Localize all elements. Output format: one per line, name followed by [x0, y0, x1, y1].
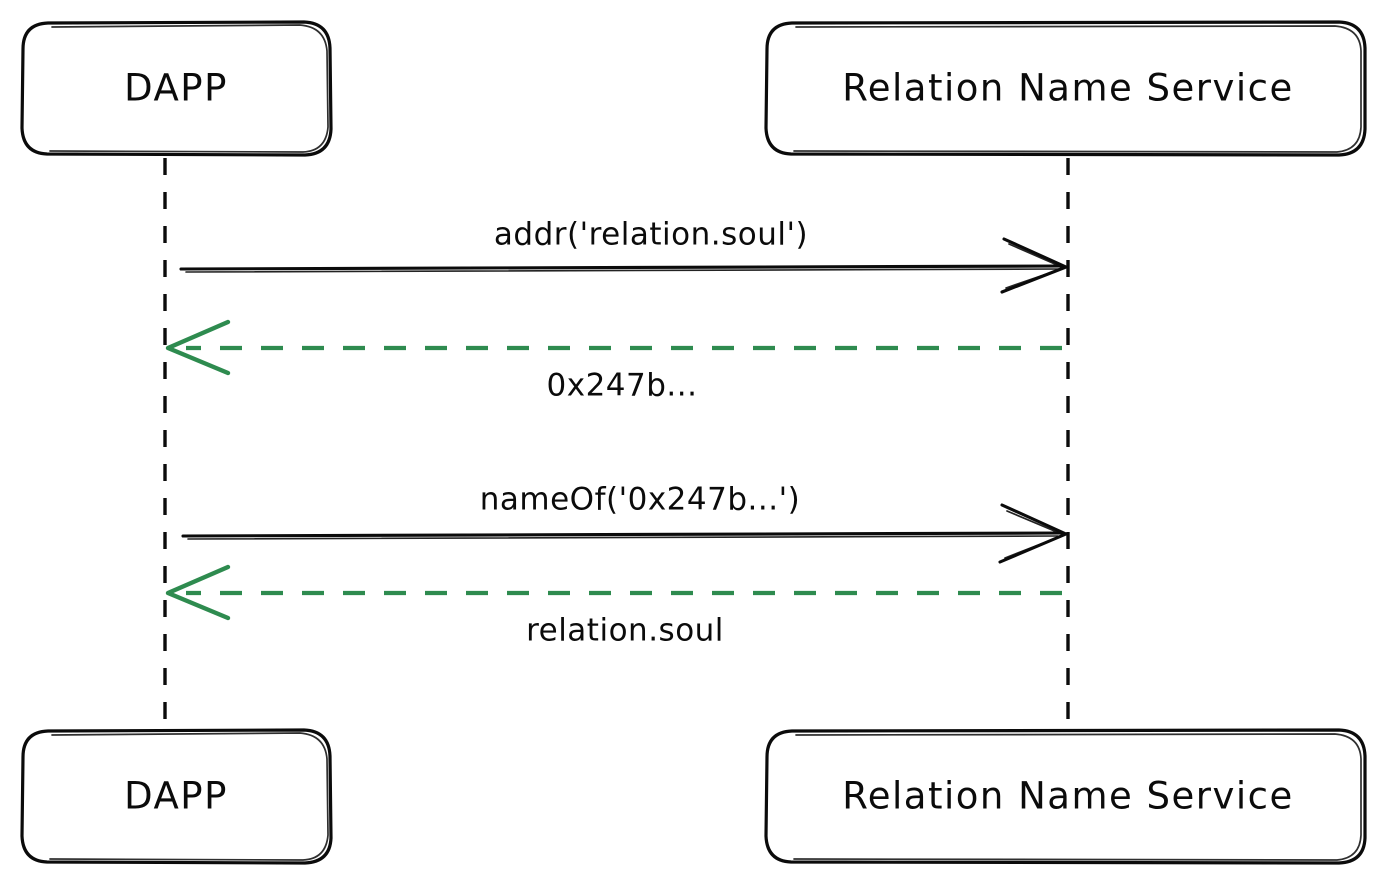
- lifelines: [163, 158, 1070, 730]
- message-3-arrowhead: [998, 503, 1068, 564]
- message-2-arrowhead: [165, 319, 231, 376]
- message-4-label: relation.soul: [526, 613, 724, 649]
- participant-box-rns-top[interactable]: Relation Name Service: [764, 20, 1367, 157]
- message-3-shaft-sketch: [187, 535, 1059, 540]
- participant-label-dapp-top: DAPP: [124, 67, 228, 110]
- participant-label-rns-top: Relation Name Service: [842, 67, 1294, 110]
- participant-label-dapp-bottom: DAPP: [124, 775, 228, 818]
- dapp-bottom-box-outline: [20, 728, 333, 865]
- message-3-shaft: [181, 531, 1065, 538]
- rns-top-box-sketch-overlay: [793, 25, 1362, 153]
- message-2-label: 0x247b...: [547, 368, 698, 404]
- message-1-addr[interactable]: addr('relation.soul'): [179, 217, 1068, 294]
- message-4-arrowhead: [165, 564, 231, 621]
- message-3-nameof[interactable]: nameOf('0x247b...'): [181, 482, 1068, 564]
- message-4-name-return[interactable]: relation.soul: [165, 564, 1062, 649]
- message-1-shaft-sketch: [185, 268, 1061, 273]
- message-3-label: nameOf('0x247b...'): [480, 482, 800, 518]
- participant-box-dapp-top[interactable]: DAPP: [20, 20, 333, 157]
- message-1-arrowhead: [1000, 237, 1068, 294]
- rns-bottom-box-sketch-overlay: [793, 733, 1362, 861]
- message-1-label: addr('relation.soul'): [494, 217, 808, 253]
- rns-bottom-box-outline: [764, 728, 1367, 865]
- message-1-arrowhead-sketch: [1005, 243, 1065, 289]
- dapp-top-box-outline: [20, 20, 333, 157]
- dapp-bottom-box-sketch-overlay: [49, 732, 329, 861]
- rns-top-box-outline: [764, 20, 1367, 157]
- message-1-shaft: [179, 264, 1065, 271]
- participant-label-rns-bottom: Relation Name Service: [842, 775, 1294, 818]
- participant-box-dapp-bottom[interactable]: DAPP: [20, 728, 333, 865]
- participant-box-rns-bottom[interactable]: Relation Name Service: [764, 728, 1367, 865]
- message-3-arrowhead-sketch: [1004, 510, 1065, 559]
- message-2-address-return[interactable]: 0x247b...: [165, 319, 1062, 404]
- dapp-top-box-sketch-overlay: [49, 24, 329, 153]
